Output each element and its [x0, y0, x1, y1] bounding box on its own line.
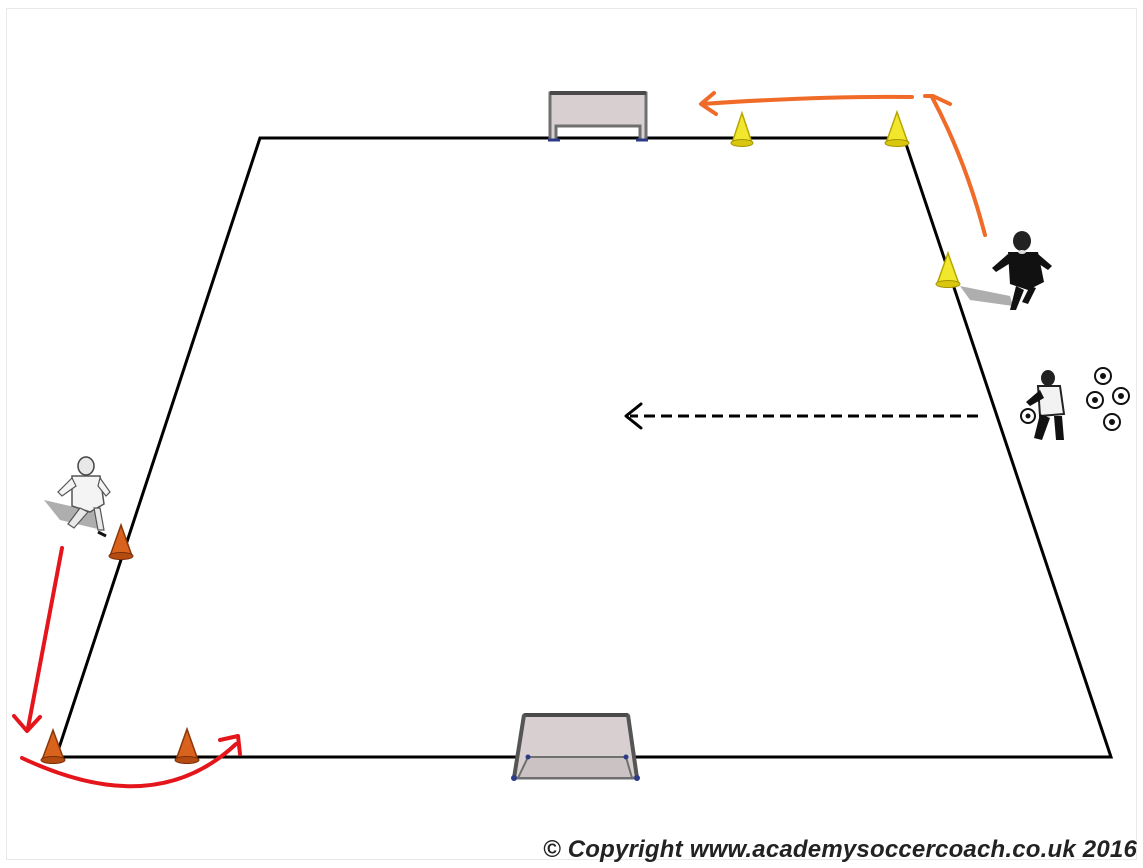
playing-area: [53, 136, 1114, 759]
red-run-arrow: [12, 546, 64, 733]
bottom-goal: [511, 713, 640, 781]
pass-arrow: [624, 402, 978, 430]
server-coach: [1020, 370, 1066, 440]
ball: [1086, 391, 1104, 409]
yellow-cone: [730, 110, 754, 147]
black-team-player: [960, 231, 1052, 310]
white-team-player: [44, 456, 111, 538]
top-goal: [548, 91, 648, 142]
red-run-arrow: [20, 734, 242, 789]
orange-run-arrow: [923, 94, 987, 237]
orange-cone: [40, 727, 66, 764]
ball: [1112, 387, 1130, 405]
yellow-cone: [884, 109, 910, 147]
orange-cone: [108, 522, 134, 560]
ball: [1094, 367, 1112, 385]
orange-cone: [174, 726, 200, 764]
orange-run-arrow: [699, 91, 914, 116]
yellow-cone: [935, 250, 961, 288]
copyright-notice: © Copyright www.academysoccercoach.co.uk…: [542, 836, 1137, 863]
ball: [1103, 413, 1121, 431]
